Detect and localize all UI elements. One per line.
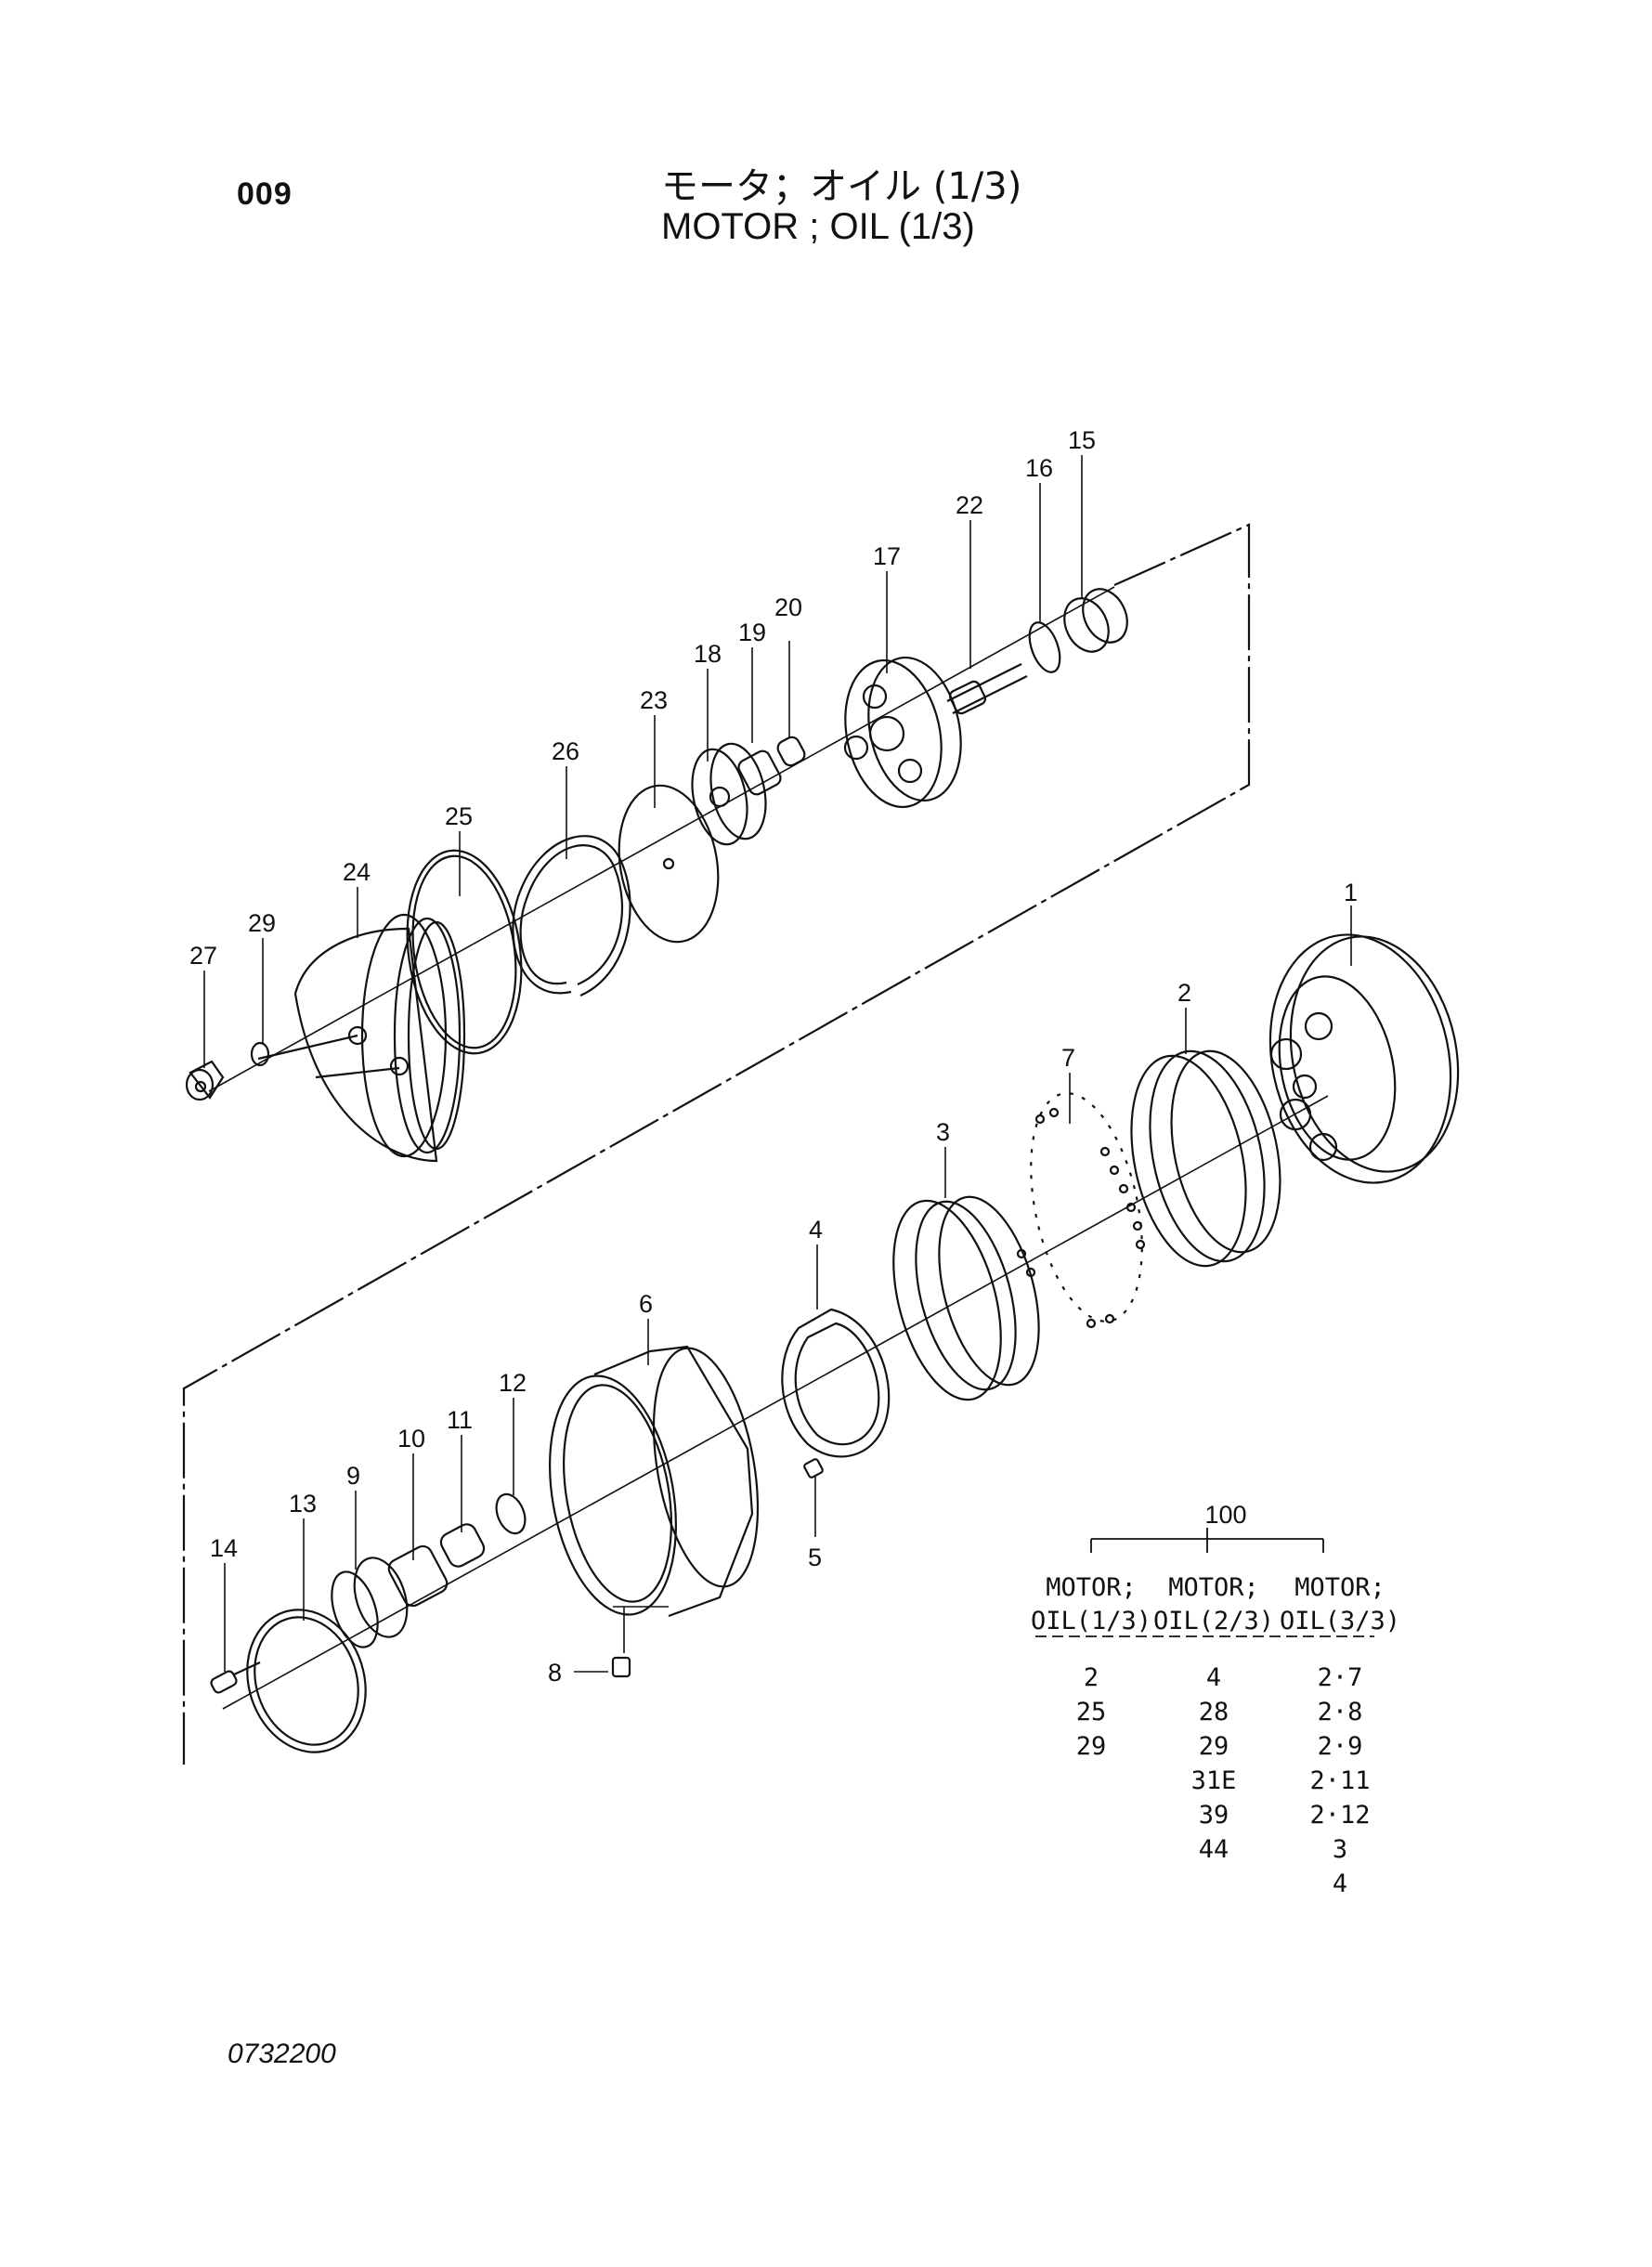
callout-15: 15 bbox=[1068, 426, 1096, 454]
column-items-oil-3-3: 2·7 2·8 2·9 2·11 2·12 3 4 bbox=[1280, 1661, 1400, 1901]
callout-23: 23 bbox=[640, 686, 668, 714]
part-17-carrier-drawing bbox=[843, 656, 962, 809]
column-header-line: MOTOR; bbox=[1294, 1573, 1385, 1602]
list-item: 2·7 bbox=[1317, 1663, 1363, 1692]
part-8-plug-drawing bbox=[611, 1656, 631, 1678]
callout-11: 11 bbox=[447, 1406, 473, 1434]
part-26-snapring-drawing bbox=[512, 835, 631, 997]
part-3-bearing-drawing bbox=[892, 1195, 1040, 1401]
callout-17: 17 bbox=[873, 542, 901, 570]
callout-3: 3 bbox=[936, 1118, 950, 1146]
column-header-line: OIL(3/3) bbox=[1280, 1607, 1401, 1635]
callout-26: 26 bbox=[552, 737, 579, 765]
column-header-oil-3-3: MOTOR; OIL(3/3) bbox=[1280, 1571, 1400, 1638]
part-25-oring-drawing bbox=[406, 849, 523, 1055]
callout-leader-lines bbox=[203, 455, 1352, 1673]
part-1-motor-body-drawing bbox=[1268, 933, 1460, 1184]
page-title-japanese: モータ；オイル (1/3) bbox=[661, 165, 1022, 208]
list-item: 31E bbox=[1190, 1766, 1237, 1795]
part-9-bearing-drawing bbox=[331, 1557, 409, 1648]
callout-20: 20 bbox=[774, 593, 802, 621]
list-item: 2·12 bbox=[1309, 1801, 1371, 1830]
callout-6: 6 bbox=[639, 1290, 653, 1318]
callout-24: 24 bbox=[343, 858, 371, 886]
callout-9: 9 bbox=[346, 1462, 360, 1490]
page-number: 009 bbox=[237, 176, 293, 212]
list-item: 29 bbox=[1075, 1732, 1107, 1761]
column-header-oil-1-3: MOTOR; OIL(1/3) bbox=[1031, 1571, 1151, 1638]
part-13-plate-drawing bbox=[246, 1609, 367, 1753]
list-item: 28 bbox=[1198, 1698, 1229, 1726]
list-item: 3 bbox=[1332, 1835, 1348, 1864]
part-18-gear-drawing bbox=[691, 742, 767, 846]
callout-25: 25 bbox=[445, 802, 473, 830]
document-code: 0732200 bbox=[228, 2039, 336, 2069]
list-item: 4 bbox=[1205, 1663, 1222, 1692]
part-2-seal-drawing bbox=[1130, 1049, 1281, 1268]
callout-13: 13 bbox=[289, 1490, 317, 1518]
part-14-bolt-drawing bbox=[210, 1661, 261, 1694]
column-header-line: MOTOR; bbox=[1168, 1573, 1259, 1602]
callout-18: 18 bbox=[694, 640, 722, 668]
callout-12: 12 bbox=[499, 1369, 527, 1397]
callout-27: 27 bbox=[189, 942, 217, 970]
callout-2: 2 bbox=[1177, 979, 1191, 1007]
callout-16: 16 bbox=[1025, 454, 1053, 482]
part-12-seal-drawing bbox=[495, 1492, 527, 1535]
callout-numbers: 1 2 3 4 5 6 7 8 9 10 11 12 13 14 15 16 1… bbox=[189, 426, 1358, 1687]
part-4-retainer-drawing bbox=[781, 1308, 891, 1458]
callout-29: 29 bbox=[248, 909, 276, 937]
column-header-line: MOTOR; bbox=[1046, 1573, 1137, 1602]
assembly-number: 100 bbox=[1204, 1501, 1247, 1529]
part-20-collar-drawing bbox=[776, 736, 806, 767]
list-item: 39 bbox=[1198, 1801, 1229, 1830]
column-items-oil-2-3: 4 28 29 31E 39 44 bbox=[1153, 1661, 1274, 1867]
callout-22: 22 bbox=[956, 491, 983, 519]
part-23-plate-drawing bbox=[618, 784, 720, 944]
exploded-view-dash-frame bbox=[182, 523, 1251, 1765]
list-item: 2 bbox=[1083, 1663, 1099, 1692]
list-item: 2·8 bbox=[1317, 1698, 1363, 1726]
column-header-line: OIL(2/3) bbox=[1153, 1607, 1275, 1635]
list-item: 2·9 bbox=[1317, 1732, 1363, 1761]
callout-1: 1 bbox=[1344, 879, 1358, 906]
part-6-housing-drawing bbox=[549, 1345, 760, 1618]
part-10-bearing-drawing bbox=[387, 1544, 449, 1608]
list-item: 29 bbox=[1198, 1732, 1229, 1761]
part-19-bearing-drawing bbox=[737, 749, 782, 796]
part-22-shaft-drawing bbox=[946, 663, 1028, 715]
list-item: 44 bbox=[1198, 1835, 1229, 1864]
assembly-table-rules bbox=[1035, 1528, 1374, 1637]
callout-19: 19 bbox=[738, 619, 766, 646]
part-7-balls-drawing bbox=[1016, 1092, 1146, 1329]
page-title-english: MOTOR ; OIL (1/3) bbox=[661, 206, 975, 247]
callout-5: 5 bbox=[808, 1544, 822, 1571]
part-11-collar-drawing bbox=[439, 1523, 486, 1568]
callout-8: 8 bbox=[548, 1659, 562, 1687]
part-15-gear-drawing bbox=[1063, 588, 1128, 653]
column-items-oil-1-3: 2 25 29 bbox=[1031, 1661, 1151, 1764]
list-item: 25 bbox=[1075, 1698, 1107, 1726]
callout-14: 14 bbox=[210, 1534, 238, 1562]
list-item: 2·11 bbox=[1309, 1766, 1371, 1795]
callout-10: 10 bbox=[397, 1425, 425, 1453]
callout-7: 7 bbox=[1061, 1044, 1075, 1072]
column-header-oil-2-3: MOTOR; OIL(2/3) bbox=[1153, 1571, 1274, 1638]
part-24-cover-drawing bbox=[257, 913, 466, 1163]
upper-axis-line bbox=[208, 586, 1115, 1092]
callout-4: 4 bbox=[809, 1216, 823, 1244]
part-29-oring-drawing bbox=[250, 1041, 270, 1067]
part-5-screw-drawing bbox=[803, 1458, 824, 1479]
list-item: 4 bbox=[1332, 1870, 1348, 1898]
part-16-ring-drawing bbox=[1028, 621, 1061, 673]
column-header-line: OIL(1/3) bbox=[1031, 1607, 1152, 1635]
